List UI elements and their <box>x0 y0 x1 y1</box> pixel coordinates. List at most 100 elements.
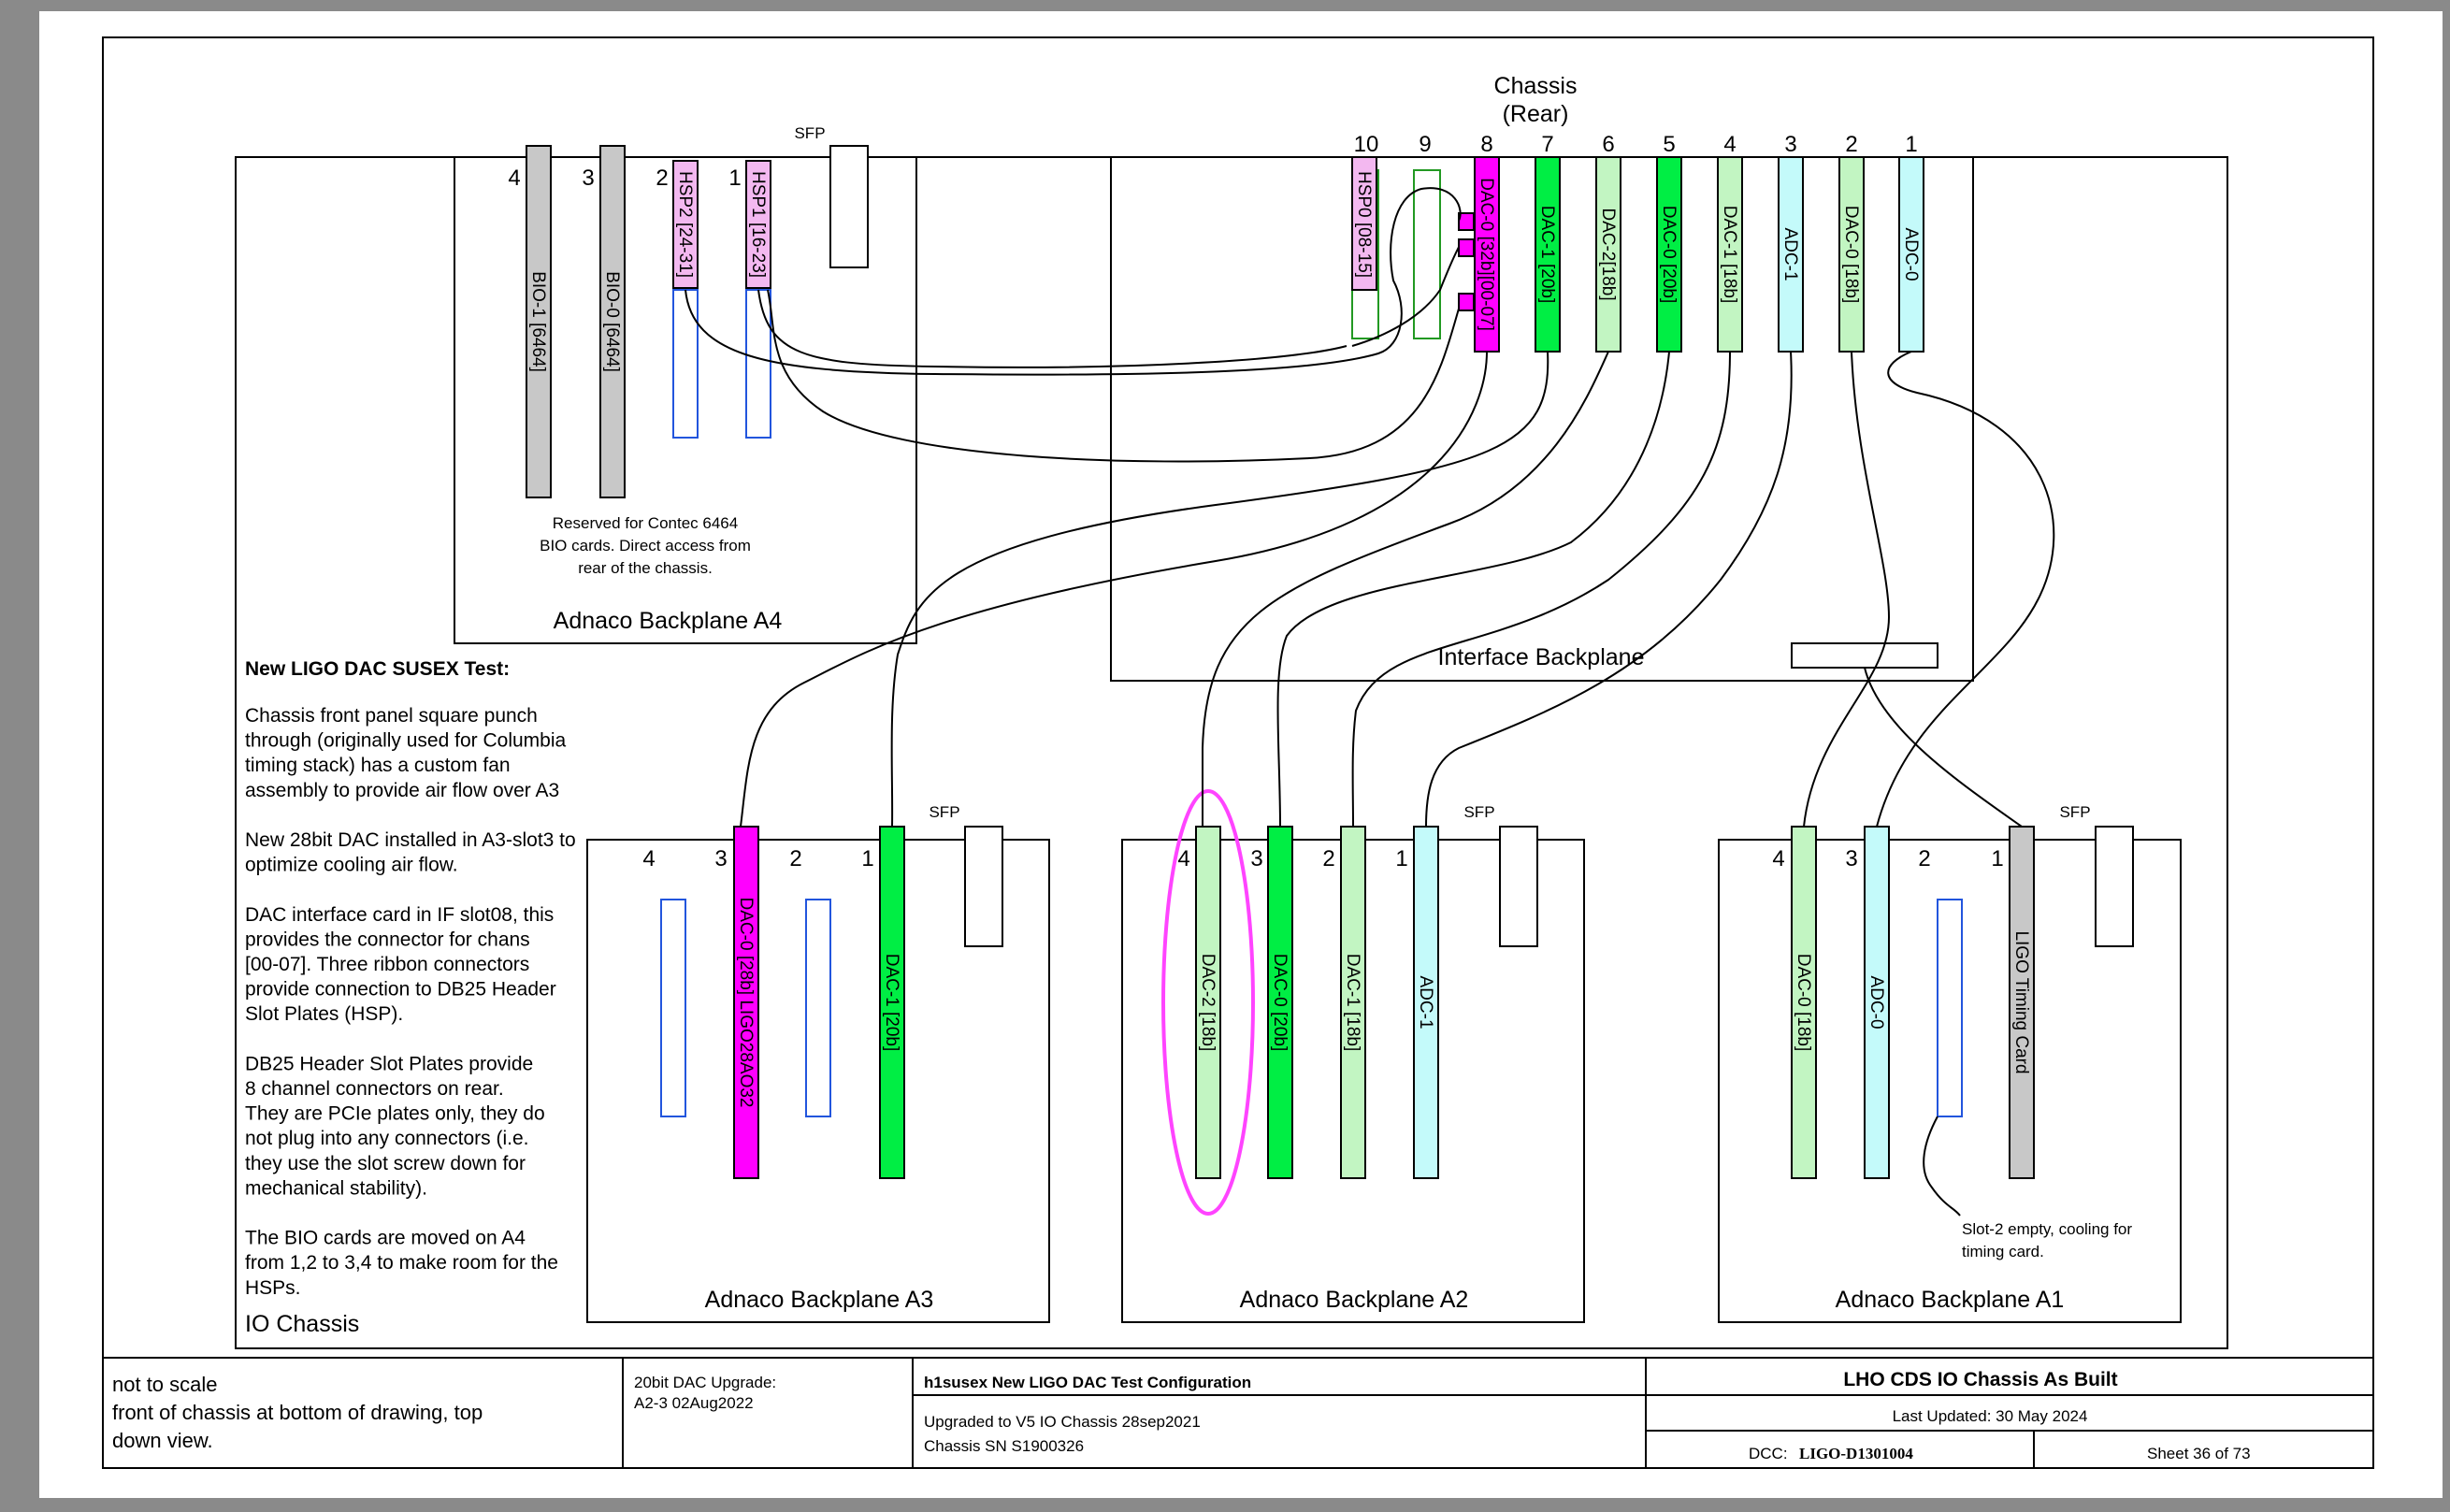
a4-sfp-port <box>829 145 869 268</box>
a3-slot-outline <box>805 899 831 1117</box>
test-notes-line: New 28bit DAC installed in A3-slot3 to <box>245 829 576 851</box>
dcc-value: LIGO-D1301004 <box>1799 1445 1913 1462</box>
highlight-ellipse <box>1161 789 1255 1216</box>
card-a2-dac2-18b <box>1195 826 1221 1179</box>
card-a2-dac0-20b-label: DAC-0 [20b] <box>1270 954 1290 1052</box>
a3-slot-outline <box>660 899 686 1117</box>
a2-slot-number: 3 <box>1250 846 1262 871</box>
a3-sfp-label: SFP <box>929 803 959 821</box>
a1-note-line: timing card. <box>1962 1243 2044 1260</box>
cable-iface1-a1s3 <box>1876 351 2055 828</box>
card-bio-0 <box>599 145 626 498</box>
backplane-a2: Adnaco Backplane A2 4 3 2 1 DAC-2 [18b] … <box>1121 789 1585 1323</box>
scale-note-line: front of chassis at bottom of drawing, t… <box>112 1401 483 1424</box>
a2-slot-number: 2 <box>1322 846 1334 871</box>
ribbon-cable <box>1351 246 1460 347</box>
card-bio-0-label: BIO-0 [6464] <box>602 271 622 372</box>
config-line: Chassis SN S1900326 <box>924 1437 1084 1455</box>
a4-slot-number: 3 <box>582 166 594 191</box>
card-iface-dac2-18b-label: DAC-2[18b] <box>1598 208 1618 300</box>
interface-backplane-label: Interface Backplane <box>1438 644 1645 670</box>
a3-slot-number: 4 <box>642 846 655 871</box>
upgrade-note-line: A2-3 02Aug2022 <box>634 1394 754 1412</box>
card-iface-dac0-20b <box>1656 156 1682 353</box>
a3-slot-number: 3 <box>714 846 727 871</box>
card-hsp2-label: HSP2 [24-31] <box>675 171 695 278</box>
cable-iface8-a3s3 <box>740 351 1488 828</box>
iface-slot-number: 5 <box>1663 132 1675 157</box>
card-iface-adc0-label: ADC-0 <box>1901 227 1921 281</box>
card-hsp0 <box>1351 156 1377 291</box>
test-notes-line: Slot Plates (HSP). <box>245 1003 403 1025</box>
backplane-a4-label: Adnaco Backplane A4 <box>554 608 783 634</box>
cable-iface3-a2s1 <box>1425 351 1793 828</box>
a1-slot-number: 2 <box>1918 846 1930 871</box>
a1-slot-number: 4 <box>1772 846 1784 871</box>
page-background <box>39 11 2443 1498</box>
a1-sfp-label: SFP <box>2059 803 2090 821</box>
ribbon-cable <box>685 187 1462 376</box>
backplane-a4-outline <box>454 156 917 644</box>
card-a2-adc1-label: ADC-1 <box>1416 975 1435 1029</box>
card-a3-dac0-28b-label: DAC-0 [28b] LIGO28AO32 <box>736 898 756 1108</box>
test-notes-line: from 1,2 to 3,4 to make room for the <box>245 1252 558 1274</box>
test-notes-line: Chassis front panel square punch <box>245 705 538 727</box>
a4-sfp-label: SFP <box>794 124 825 142</box>
a4-note-line: rear of the chassis. <box>578 559 713 577</box>
iface-slot-number: 3 <box>1784 132 1796 157</box>
a3-slot-number: 2 <box>789 846 801 871</box>
test-notes-line: optimize cooling air flow. <box>245 855 458 876</box>
io-chassis-label: IO Chassis <box>245 1311 359 1337</box>
scale-note-line: down view. <box>112 1429 213 1452</box>
backplane-a1-outline <box>1718 839 2182 1323</box>
last-updated: Last Updated: 30 May 2024 <box>1893 1407 2088 1425</box>
card-a2-dac2-18b-label: DAC-2 [18b] <box>1198 954 1218 1052</box>
card-iface-dac0-20b-label: DAC-0 [20b] <box>1659 206 1679 304</box>
test-notes-line: provides the connector for chans <box>245 929 530 950</box>
card-a2-dac1-18b-label: DAC-1 [18b] <box>1343 954 1362 1052</box>
a2-sfp-label: SFP <box>1463 803 1494 821</box>
card-a1-dac0-18b <box>1791 826 1817 1179</box>
title-block: not to scale front of chassis at bottom … <box>103 1357 2373 1468</box>
test-notes-line: DB25 Header Slot Plates provide <box>245 1053 533 1074</box>
test-notes-line: timing stack) has a custom fan <box>245 755 511 776</box>
dcc-label: DCC: <box>1749 1445 1788 1462</box>
ribbon-connector <box>1458 238 1475 257</box>
iface-slot-number: 6 <box>1602 132 1614 157</box>
card-iface-dac1-18b <box>1717 156 1743 353</box>
sheet-number: Sheet 36 of 73 <box>2147 1445 2251 1462</box>
a1-note-leader <box>1923 1116 1961 1217</box>
test-notes-title: New LIGO DAC SUSEX Test: <box>245 658 510 680</box>
cables <box>685 187 2055 828</box>
card-a1-timing-label: LIGO Timing Card <box>2011 930 2031 1073</box>
card-a3-dac1-20b <box>879 826 905 1179</box>
backplane-a4: Adnaco Backplane A4 4 3 2 1 BIO-1 [6464]… <box>454 145 917 644</box>
cable-iface4-a2s2 <box>1351 351 1731 828</box>
test-notes-line: not plug into any connectors (i.e. <box>245 1128 529 1149</box>
iface-slot-number: 1 <box>1905 132 1917 157</box>
a1-slot-number: 1 <box>1991 846 2003 871</box>
test-notes-line: they use the slot screw down for <box>245 1153 526 1174</box>
cable-timing <box>1864 667 2023 828</box>
ribbon-cable <box>757 289 1348 368</box>
test-notes-line: They are PCIe plates only, they do <box>245 1103 545 1125</box>
card-iface-dac0-32b <box>1474 156 1500 353</box>
drawing-border <box>102 36 2374 1469</box>
test-notes-line: provide connection to DB25 Header <box>245 979 556 1001</box>
test-notes-line: HSPs. <box>245 1277 301 1299</box>
scale-note-line: not to scale <box>112 1373 218 1396</box>
iface-slot-number: 7 <box>1541 132 1553 157</box>
backplane-a3-label: Adnaco Backplane A3 <box>705 1287 934 1313</box>
interface-connector <box>1791 642 1938 669</box>
cable-iface7-a3s1 <box>890 351 1549 828</box>
card-iface-dac0-18b-label: DAC-0 [18b] <box>1841 206 1861 304</box>
cable-iface5-a2s3 <box>1276 351 1670 828</box>
card-iface-adc1-label: ADC-1 <box>1780 227 1800 281</box>
card-iface-dac0-32b-label: DAC-0 [32b][00-07] <box>1477 178 1496 331</box>
iface-slot-number: 2 <box>1845 132 1857 157</box>
a2-slot-number: 1 <box>1395 846 1407 871</box>
a1-note-line: Slot-2 empty, cooling for <box>1962 1220 2132 1238</box>
card-hsp1-label: HSP1 [16-23] <box>748 171 768 278</box>
a2-sfp-port <box>1499 826 1538 947</box>
